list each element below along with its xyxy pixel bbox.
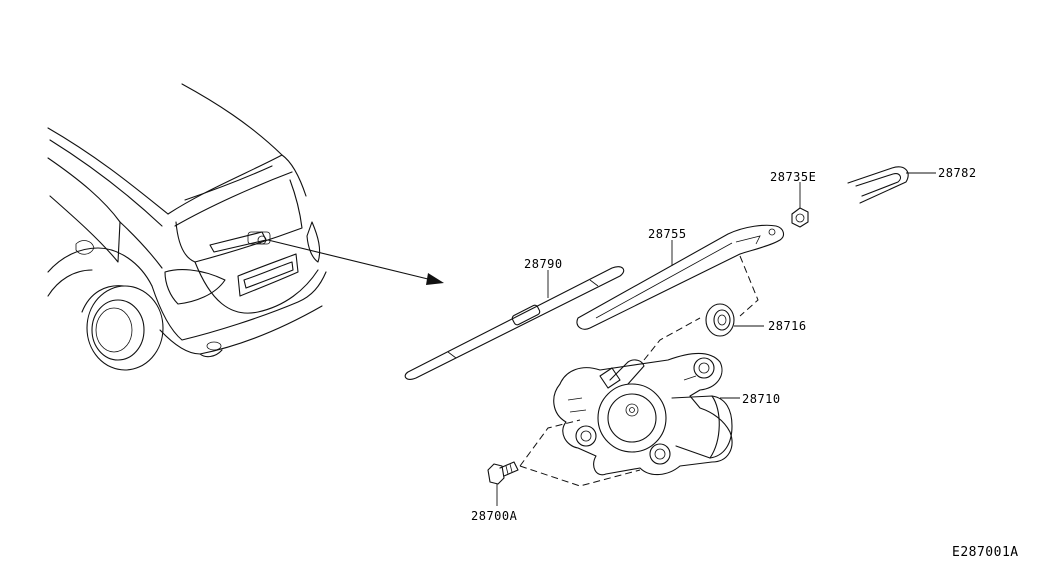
label-28735E: 28735E — [770, 170, 816, 184]
label-28710: 28710 — [742, 392, 781, 406]
part-28700A-bolt — [487, 419, 641, 506]
part-28782-clip — [847, 166, 936, 204]
part-28710-wiper-motor — [553, 317, 740, 476]
figure-code: E287001A — [952, 545, 1019, 560]
part-28790-wiper-blade — [404, 266, 625, 380]
vehicle-outline — [47, 83, 327, 371]
label-28782: 28782 — [938, 166, 977, 180]
pointer-arrow — [267, 239, 444, 285]
label-28755: 28755 — [648, 227, 687, 241]
part-28716-grommet — [705, 303, 764, 337]
label-28716: 28716 — [768, 319, 807, 333]
part-28735E-nut — [791, 182, 809, 228]
part-28755-wiper-arm — [576, 224, 785, 330]
label-28700A: 28700A — [471, 509, 518, 523]
label-28790: 28790 — [524, 257, 563, 271]
